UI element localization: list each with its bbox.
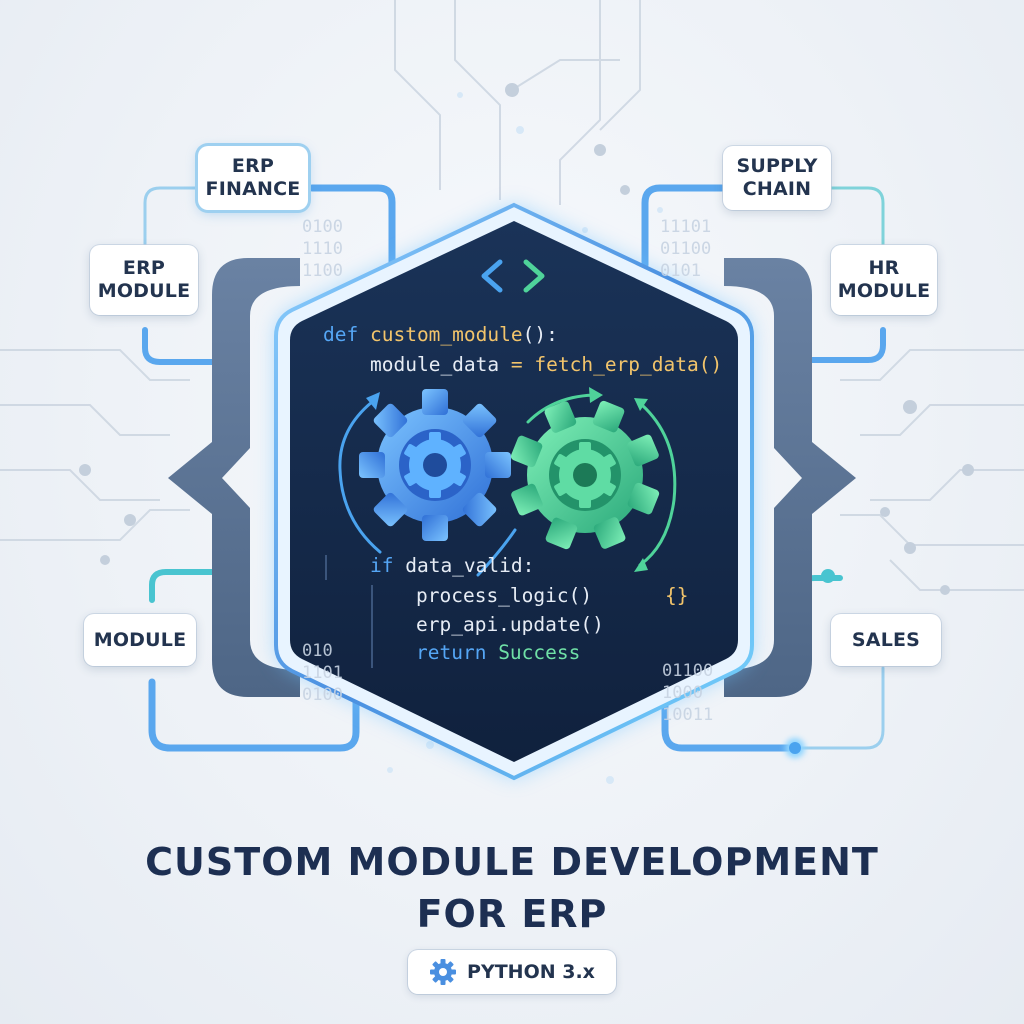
svg-text:1110: 1110 [302, 239, 343, 259]
code-line-4: process_logic() [416, 584, 593, 607]
background-circuit-lines [0, 0, 1024, 591]
python-version-badge: PYTHON 3.x [408, 950, 616, 994]
title-line-1: CUSTOM MODULE DEVELOPMENT [145, 840, 879, 884]
binary-digits: 0100 1110 1100 11101 01100 0101 010 1101… [302, 217, 713, 725]
svg-text:0100: 0100 [302, 217, 343, 237]
background-sparkles [387, 92, 663, 784]
background-nodes [79, 83, 974, 595]
svg-text:1100: 1100 [302, 261, 343, 281]
right-curly-bracket [724, 258, 856, 697]
svg-text:01100: 01100 [660, 239, 711, 259]
code-line-5: erp_api.update() [416, 613, 604, 636]
title-line-2: FOR ERP [416, 892, 608, 936]
left-curly-bracket [168, 258, 300, 697]
gear-icon [430, 959, 457, 985]
svg-text:1000: 1000 [662, 683, 703, 703]
svg-text:0100: 0100 [302, 685, 343, 705]
connector-end-nodes [785, 569, 835, 758]
svg-text:11101: 11101 [660, 217, 711, 237]
green-gear-icon [510, 400, 660, 550]
blue-gear-icon [359, 389, 511, 541]
code-line-2: module_data = fetch_erp_data() [370, 353, 723, 376]
rotation-arrowheads [366, 387, 648, 572]
svg-text:10011: 10011 [662, 705, 713, 725]
module-box-erp-finance: ERP FINANCE [198, 146, 308, 210]
svg-text:1101: 1101 [302, 663, 343, 683]
code-line-1: def custom_module(): [323, 323, 558, 346]
python-version-label: PYTHON 3.x [467, 961, 595, 983]
module-box-hr-module: HR MODULE [831, 245, 937, 315]
code-line-6: return Success [416, 641, 581, 664]
code-indent-guides [325, 555, 373, 668]
module-box-module: MODULE [84, 614, 196, 666]
svg-text:010: 010 [302, 641, 333, 661]
code-tag-icon [481, 259, 545, 293]
module-box-sales: SALES [831, 614, 941, 666]
page-title: CUSTOM MODULE DEVELOPMENT FOR ERP [0, 836, 1024, 940]
module-box-supply-chain: SUPPLY CHAIN [723, 146, 831, 210]
svg-text:0101: 0101 [660, 261, 701, 281]
code-line-3: if data_valid: [370, 554, 535, 577]
svg-text:01100: 01100 [662, 661, 713, 681]
module-box-erp-module: ERP MODULE [90, 245, 198, 315]
connector-pipes [142, 184, 886, 752]
code-braces: {} [665, 584, 689, 607]
